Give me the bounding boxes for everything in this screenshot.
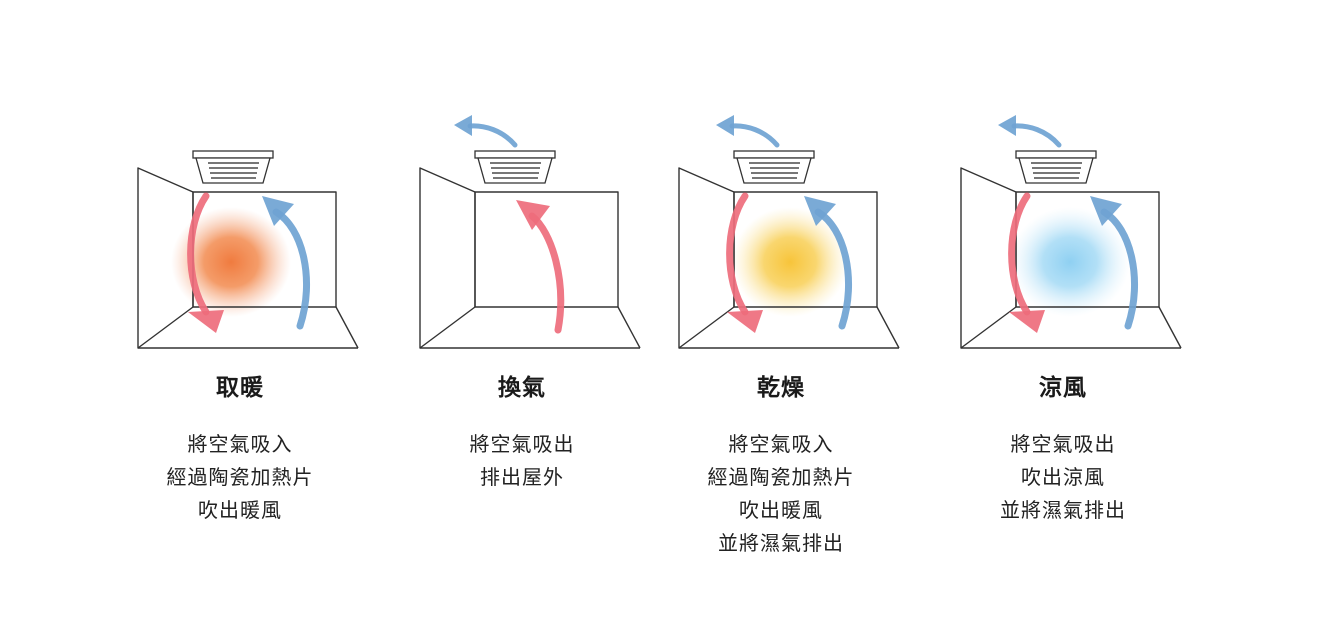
ceiling-unit-icon [474,150,556,184]
description-line: 並將濕氣排出 [718,531,844,555]
ventilate-scene [419,115,641,349]
description-line: 吹出暖風 [739,498,823,522]
description-line: 吹出涼風 [1021,465,1105,489]
dry-glow-icon [732,207,848,317]
mode-title: 換氣 [498,375,546,401]
room-icon [678,167,900,349]
warm-air-arrow-icon [726,192,763,333]
mode-title: 乾燥 [757,375,805,401]
description-line: 並將濕氣排出 [1000,498,1126,522]
description-line: 吹出暖風 [198,498,282,522]
mode-description: 將空氣吸出 吹出涼風 並將濕氣排出 [913,428,1213,527]
ceiling-unit-icon [733,150,815,184]
mode-title: 取暖 [216,375,264,401]
heat-scene [137,150,359,349]
cool-glow-icon [1010,207,1130,317]
mode-description: 將空氣吸入 經過陶瓷加熱片 吹出暖風 並將濕氣排出 [631,428,931,560]
mode-title: 涼風 [1039,375,1087,401]
description-line: 經過陶瓷加熱片 [707,465,855,489]
description-line: 將空氣吸出 [1010,432,1116,456]
ceiling-unit-icon [1015,150,1097,184]
description-line: 經過陶瓷加熱片 [166,465,314,489]
intake-arrow-icon [516,200,565,334]
mode-description: 將空氣吸入 經過陶瓷加熱片 吹出暖風 [90,428,390,527]
mode-panel-cool: 涼風 將空氣吸出 吹出涼風 並將濕氣排出 [913,0,1213,626]
intake-arrow-icon [804,196,852,330]
heat-glow-icon [171,207,291,317]
description-line: 將空氣吸入 [187,432,293,456]
description-line: 將空氣吸出 [469,432,575,456]
room-icon [419,167,641,349]
exhaust-arrow-icon [454,115,518,148]
intake-arrow-icon [1090,196,1138,330]
exhaust-arrow-icon [998,115,1062,148]
dry-scene [678,115,900,349]
room-icon [137,167,359,349]
intake-arrow-icon [262,196,310,330]
warm-air-arrow-icon [187,192,224,333]
mode-panel-dry: 乾燥 將空氣吸入 經過陶瓷加熱片 吹出暖風 並將濕氣排出 [631,0,931,626]
ceiling-unit-icon [192,150,274,184]
cool-air-arrow-icon [1008,192,1045,333]
room-icon [960,167,1182,349]
mode-panel-ventilate: 換氣 將空氣吸出 排出屋外 [372,0,672,626]
mode-panel-heat: 取暖 將空氣吸入 經過陶瓷加熱片 吹出暖風 [90,0,390,626]
exhaust-arrow-icon [716,115,780,148]
description-line: 排出屋外 [480,465,564,489]
description-line: 將空氣吸入 [728,432,834,456]
cool-scene [960,115,1182,349]
mode-description: 將空氣吸出 排出屋外 [372,428,672,494]
